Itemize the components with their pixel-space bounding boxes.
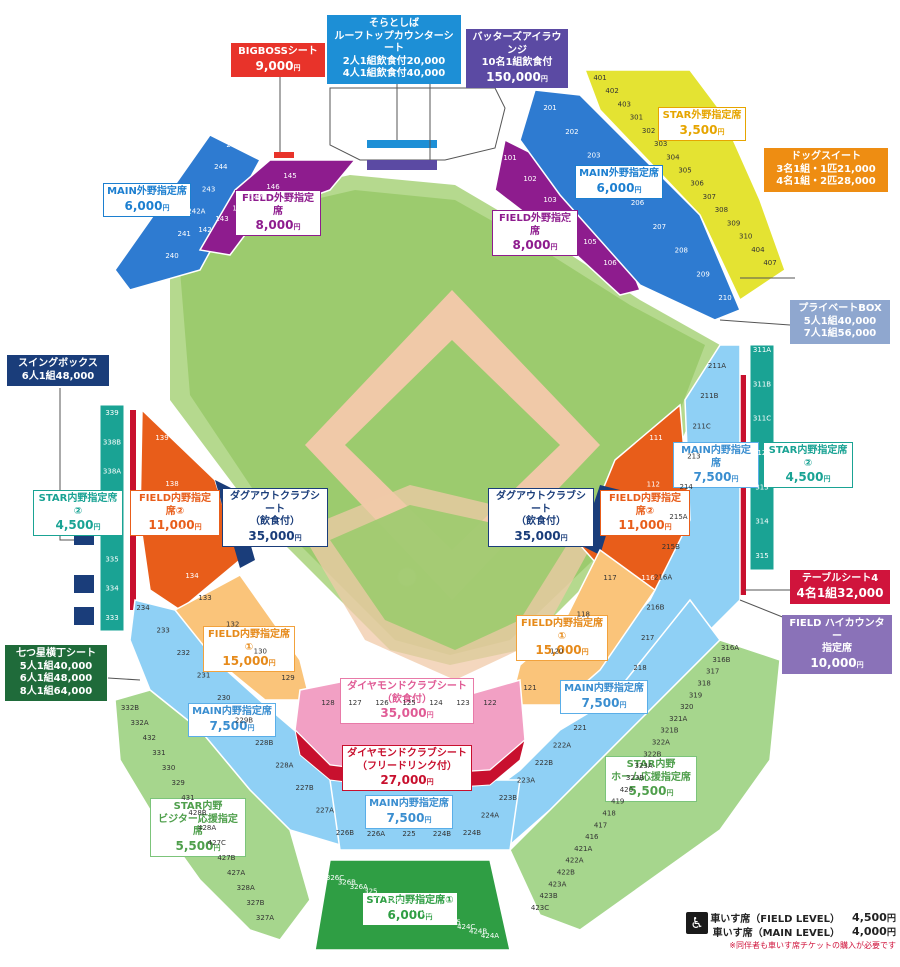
label-bigboss[interactable]: BIGBOSSシート 9,000円 [231, 43, 325, 77]
label-field-outfield-left[interactable]: FIELD外野指定席 8,000円 [235, 190, 321, 236]
label-rooftop[interactable]: そらとしば ルーフトップカウンターシート 2人1組飲食付20,000 4人1組飲… [327, 15, 461, 84]
legend-field-level: 車いす席（FIELD LEVEL） 4,500円 [710, 911, 896, 925]
star-outfield-sections[interactable] [583, 69, 786, 302]
legend-main-level: 車いす席（MAIN LEVEL） 4,000円 [712, 925, 896, 939]
label-field-outfield-right[interactable]: FIELD外野指定席 8,000円 [492, 210, 578, 256]
label-dog-suite[interactable]: ドッグスイート 3名1組・1匹21,000 4名1組・2匹28,000 [764, 148, 888, 192]
label-main-infield-center[interactable]: MAIN内野指定席 7,500円 [365, 795, 453, 829]
label-field-high-counter[interactable]: FIELD ハイカウンター 指定席 10,000円 [782, 615, 892, 674]
label-diamond-club[interactable]: ダイヤモンドクラブシート （飲食付） 35,000円 [340, 678, 474, 724]
label-dugout-left[interactable]: ダグアウトクラブシート （飲食付） 35,000円 [222, 488, 328, 547]
right-outfield-main-sections[interactable] [519, 89, 741, 321]
wheelchair-legend: 車いす席（FIELD LEVEL） 4,500円 車いす席（MAIN LEVEL… [686, 910, 896, 951]
callout-lines [59, 70, 795, 681]
wheelchair-icon: ♿ [686, 912, 708, 934]
legend-note: ※同伴者も車いす席チケットの購入が必要です [729, 941, 896, 950]
label-field-infield-right-1[interactable]: FIELD内野指定席① 15,000円 [516, 615, 608, 661]
label-batters-eye[interactable]: バッターズアイラウンジ 10名1組飲食付 150,000円 [466, 29, 568, 88]
label-star-infield-left-2[interactable]: STAR内野指定席② 4,500円 [33, 490, 123, 536]
label-main-infield-left[interactable]: MAIN内野指定席 7,500円 [188, 703, 276, 737]
swing-box-seats[interactable] [74, 527, 94, 625]
label-swing-box[interactable]: スイングボックス 6人1組48,000 [7, 355, 109, 386]
label-star-home[interactable]: STAR内野 ホーム応援指定席 5,500円 [605, 756, 697, 802]
batters-eye-lounge[interactable] [367, 160, 437, 170]
label-main-infield-right[interactable]: MAIN内野指定席 7,500円 [560, 680, 648, 714]
label-nanaboshi[interactable]: 七つ星横丁シート 5人1組40,000 6人1組48,000 8人1組64,00… [5, 645, 107, 701]
outfield-building [274, 87, 506, 170]
bigboss-seat[interactable] [274, 152, 294, 158]
label-dugout-right[interactable]: ダグアウトクラブシート （飲食付） 35,000円 [488, 488, 594, 547]
label-diamond-club-free-drink[interactable]: ダイヤモンドクラブシート （フリードリンク付） 27,000円 [342, 745, 472, 791]
label-main-outfield-left[interactable]: MAIN外野指定席 6,000円 [103, 183, 191, 217]
label-field-infield-right-2[interactable]: FIELD内野指定席② 11,000円 [600, 490, 690, 536]
label-star-outfield[interactable]: STAR外野指定席 3,500円 [658, 107, 746, 141]
label-star-infield-1[interactable]: STAR内野指定席① 6,000円 [362, 892, 458, 926]
label-field-infield-left-2[interactable]: FIELD内野指定席② 11,000円 [130, 490, 220, 536]
label-main-outfield-right[interactable]: MAIN外野指定席 6,000円 [575, 165, 663, 199]
label-star-visitor[interactable]: STAR内野 ビジター応援指定席 5,500円 [150, 798, 246, 857]
label-main-infield-right-top[interactable]: MAIN内野指定席 7,500円 [673, 442, 759, 488]
label-table-seat[interactable]: テーブルシート4 4名1組32,000 [790, 570, 890, 604]
label-star-infield-right-2[interactable]: STAR内野指定席② 4,500円 [763, 442, 853, 488]
rooftop-counter-seats[interactable] [367, 140, 437, 148]
label-field-infield-left-1[interactable]: FIELD内野指定席① 15,000円 [203, 626, 295, 672]
label-private-box[interactable]: プライベートBOX 5人1組40,000 7人1組56,000 [790, 300, 890, 344]
